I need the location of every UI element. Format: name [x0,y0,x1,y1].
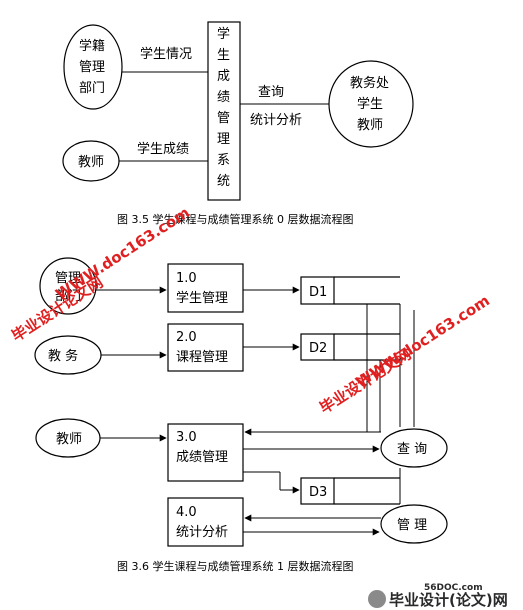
entity-affairs-label: 教 务 [48,348,78,364]
footer-logo: 56DOC.com 毕业设计(论文)网 [368,583,508,609]
system-char-4: 绩 [217,90,230,105]
entity-teacher-top-label: 教师 [78,154,104,170]
system-char-6: 理 [217,132,230,147]
entity-office-line1: 教务处 [350,75,389,91]
entity-registry-line3: 部门 [79,81,105,96]
system-char-1: 学 [217,26,230,42]
flow-stats-label: 统计分析 [250,113,302,128]
caption-3-5: 图 3.5 学生课程与成绩管理系统 0 层数据流程图 [117,212,353,226]
watermark-url-right: WWW.doc163.com [352,291,493,391]
flow-student-info-label: 学生情况 [140,46,192,62]
process-4-number: 4.0 [176,505,197,520]
process-3-label: 成绩管理 [176,450,228,465]
entity-registry-dept [63,24,123,110]
system-char-8: 统 [217,174,230,189]
process-2-number: 2.0 [176,330,197,345]
entity-office-line3: 教师 [357,117,383,133]
entity-query [380,428,448,468]
entity-teacher-label: 教师 [56,431,82,447]
data-store-d1-label: D1 [309,285,327,300]
entity-mgmt-line2: 部门 [55,289,81,304]
entity-registry-line2: 管理 [79,60,105,75]
process-4-label: 统计分析 [176,525,228,540]
entity-office-line2: 学生 [357,96,383,112]
system-char-2: 生 [217,48,230,63]
entity-query-label: 查 询 [397,442,427,457]
footer-site: 56DOC.com [424,583,483,593]
flow-student-grades-label: 学生成绩 [137,141,189,157]
footer-brand: 毕业设计(论文)网 [389,591,508,609]
system-char-3: 成 [217,69,230,84]
process-4-statistics [167,497,244,547]
footer-logo-icon [368,590,386,608]
system-box [207,21,241,201]
process-3-number: 3.0 [176,430,197,445]
data-store-d2-label: D2 [309,341,327,356]
flow-query-label: 查询 [258,85,284,100]
entity-management [380,504,448,544]
process-1-number: 1.0 [176,271,197,286]
caption-3-6: 图 3.6 学生课程与成绩管理系统 1 层数据流程图 [117,559,353,573]
process-1-label: 学生管理 [176,290,228,306]
system-char-7: 系 [217,153,230,168]
process-3-grade-mgmt [167,423,244,482]
figure-3-6: 管理 部门 教 务 教师 查 询 管 理 1.0 学生管理 2.0 课程管理 3… [34,257,448,573]
entity-management-label: 管 理 [397,518,427,533]
entity-management-dept [39,257,97,315]
process-2-label: 课程管理 [176,350,228,365]
process-1-student-mgmt [167,263,244,313]
entity-registry-line1: 学籍 [79,38,105,54]
data-store-d3 [300,477,400,505]
data-store-d3-label: D3 [309,485,327,500]
figure-3-5: 学籍 管理 部门 教师 学 生 成 绩 管 理 系 统 教务处 学生 教师 学生… [62,21,414,226]
system-char-5: 管 [217,111,230,126]
entity-mgmt-line1: 管理 [55,271,81,286]
flow-lines [96,286,415,536]
